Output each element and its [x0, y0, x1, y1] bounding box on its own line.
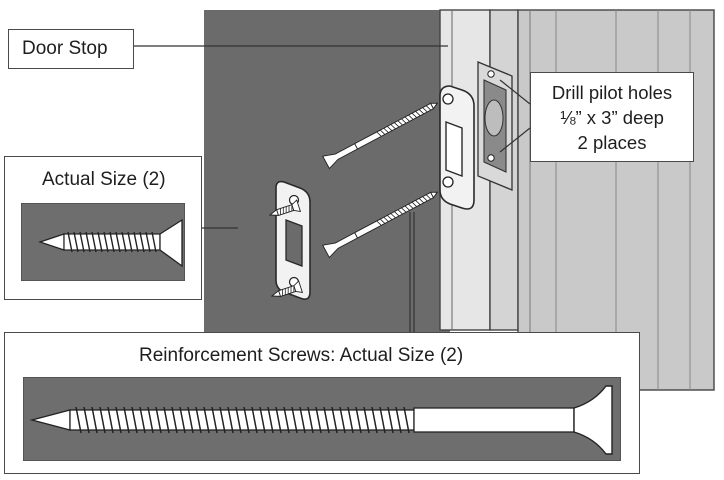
strike-plate-icon [275, 180, 311, 300]
reinforcement-screws-callout: Reinforcement Screws: Actual Size (2) [4, 332, 640, 474]
reinforcement-screw-icon [322, 102, 439, 170]
actual-size-callout: Actual Size (2) [4, 156, 202, 300]
reinforcement-screw-icon [322, 191, 439, 259]
door-stop-callout: Door Stop [8, 29, 134, 69]
leader-lines [134, 45, 531, 332]
reinforcement-screws-inset [23, 377, 621, 461]
reinforcement-screws-label: Reinforcement Screws: Actual Size (2) [139, 345, 464, 366]
drill-pilot-holes-text: Drill pilot holes ⅛” x 3” deep 2 places [531, 80, 693, 155]
actual-size-inset [21, 203, 185, 281]
drill-line-3: 2 places [577, 132, 647, 153]
actual-size-label: Actual Size (2) [42, 169, 166, 190]
deadbolt-strike-icon [439, 85, 475, 210]
door-panel [204, 10, 450, 332]
door-stop-label: Door Stop [22, 38, 108, 59]
wood-screw-icon [38, 218, 183, 268]
drill-pilot-holes-callout: Drill pilot holes ⅛” x 3” deep 2 places [530, 72, 694, 162]
drill-line-1: Drill pilot holes [551, 82, 673, 103]
reinforcement-screw-icon [29, 385, 613, 455]
drill-line-2: ⅛” x 3” deep [560, 107, 664, 128]
frame-mortise [477, 61, 513, 191]
